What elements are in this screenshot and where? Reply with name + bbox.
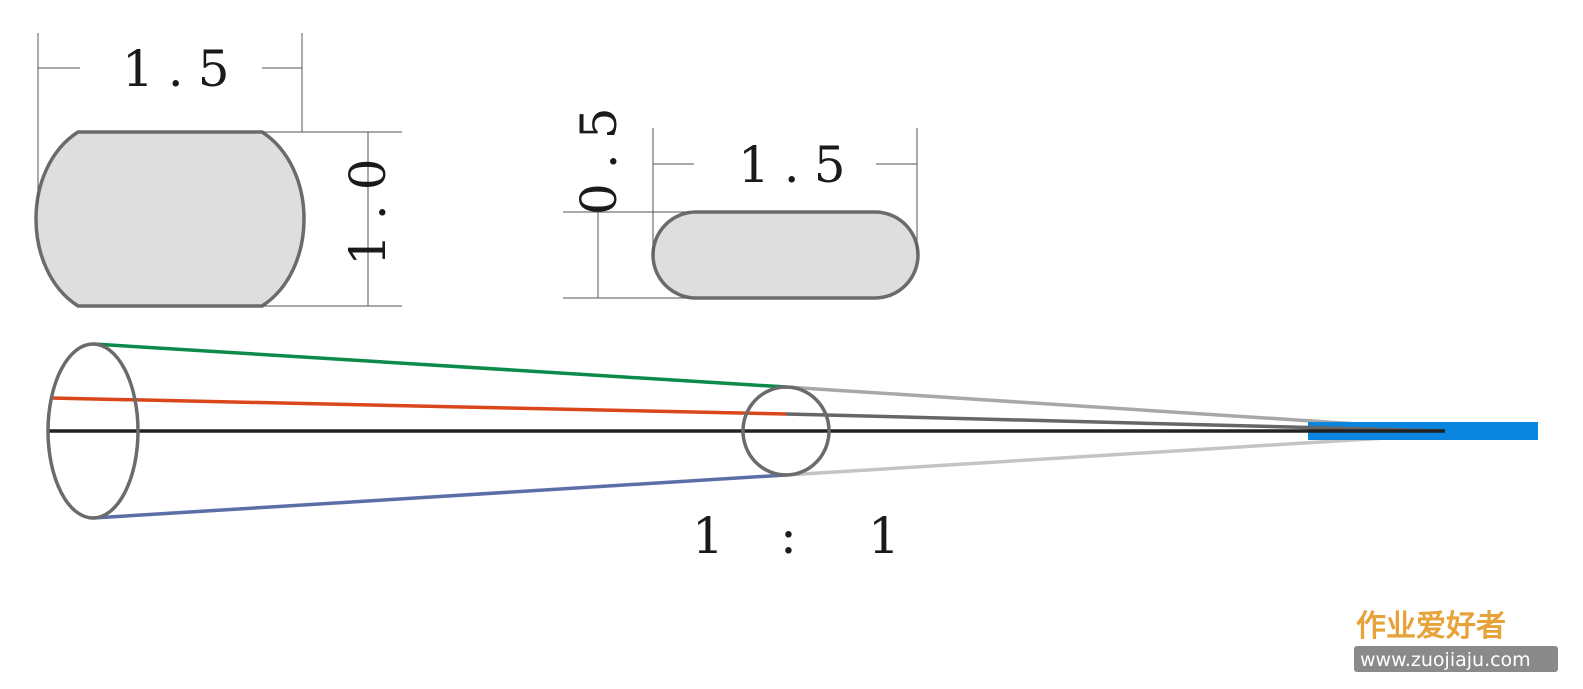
- middle-ray: [49, 396, 787, 416]
- large-height-label: 1.0: [339, 144, 397, 266]
- bottom-ray: [92, 473, 787, 520]
- grey-ray-middle: [785, 412, 1446, 433]
- small-shape-group: 1.5 0.5: [563, 93, 920, 300]
- ratio-separator: :: [780, 507, 797, 565]
- top-ray: [92, 342, 787, 389]
- small-rounded-rectangle: [651, 210, 920, 300]
- large-rounded-rectangle: [34, 130, 306, 308]
- large-width-label: 1.5: [122, 40, 244, 98]
- ratio-right: 1: [868, 507, 900, 565]
- watermark-logo-text: 作业爱好者: [1356, 609, 1506, 644]
- small-width-label: 1.5: [738, 136, 860, 194]
- watermark-logo: 作业爱好者 www.zuojiaju.com: [1354, 609, 1558, 672]
- watermark-url-bar: [1354, 646, 1558, 672]
- small-cross-section-ellipse: [741, 385, 831, 477]
- cone-diagram: 1 : 1: [46, 342, 1538, 565]
- large-shape-group: 1.5 1.0: [34, 33, 402, 308]
- watermark-url: www.zuojiaju.com: [1360, 649, 1531, 671]
- small-height-label: 0.5: [570, 93, 628, 215]
- large-cross-section-ellipse: [46, 342, 140, 520]
- ratio-left: 1: [692, 507, 724, 565]
